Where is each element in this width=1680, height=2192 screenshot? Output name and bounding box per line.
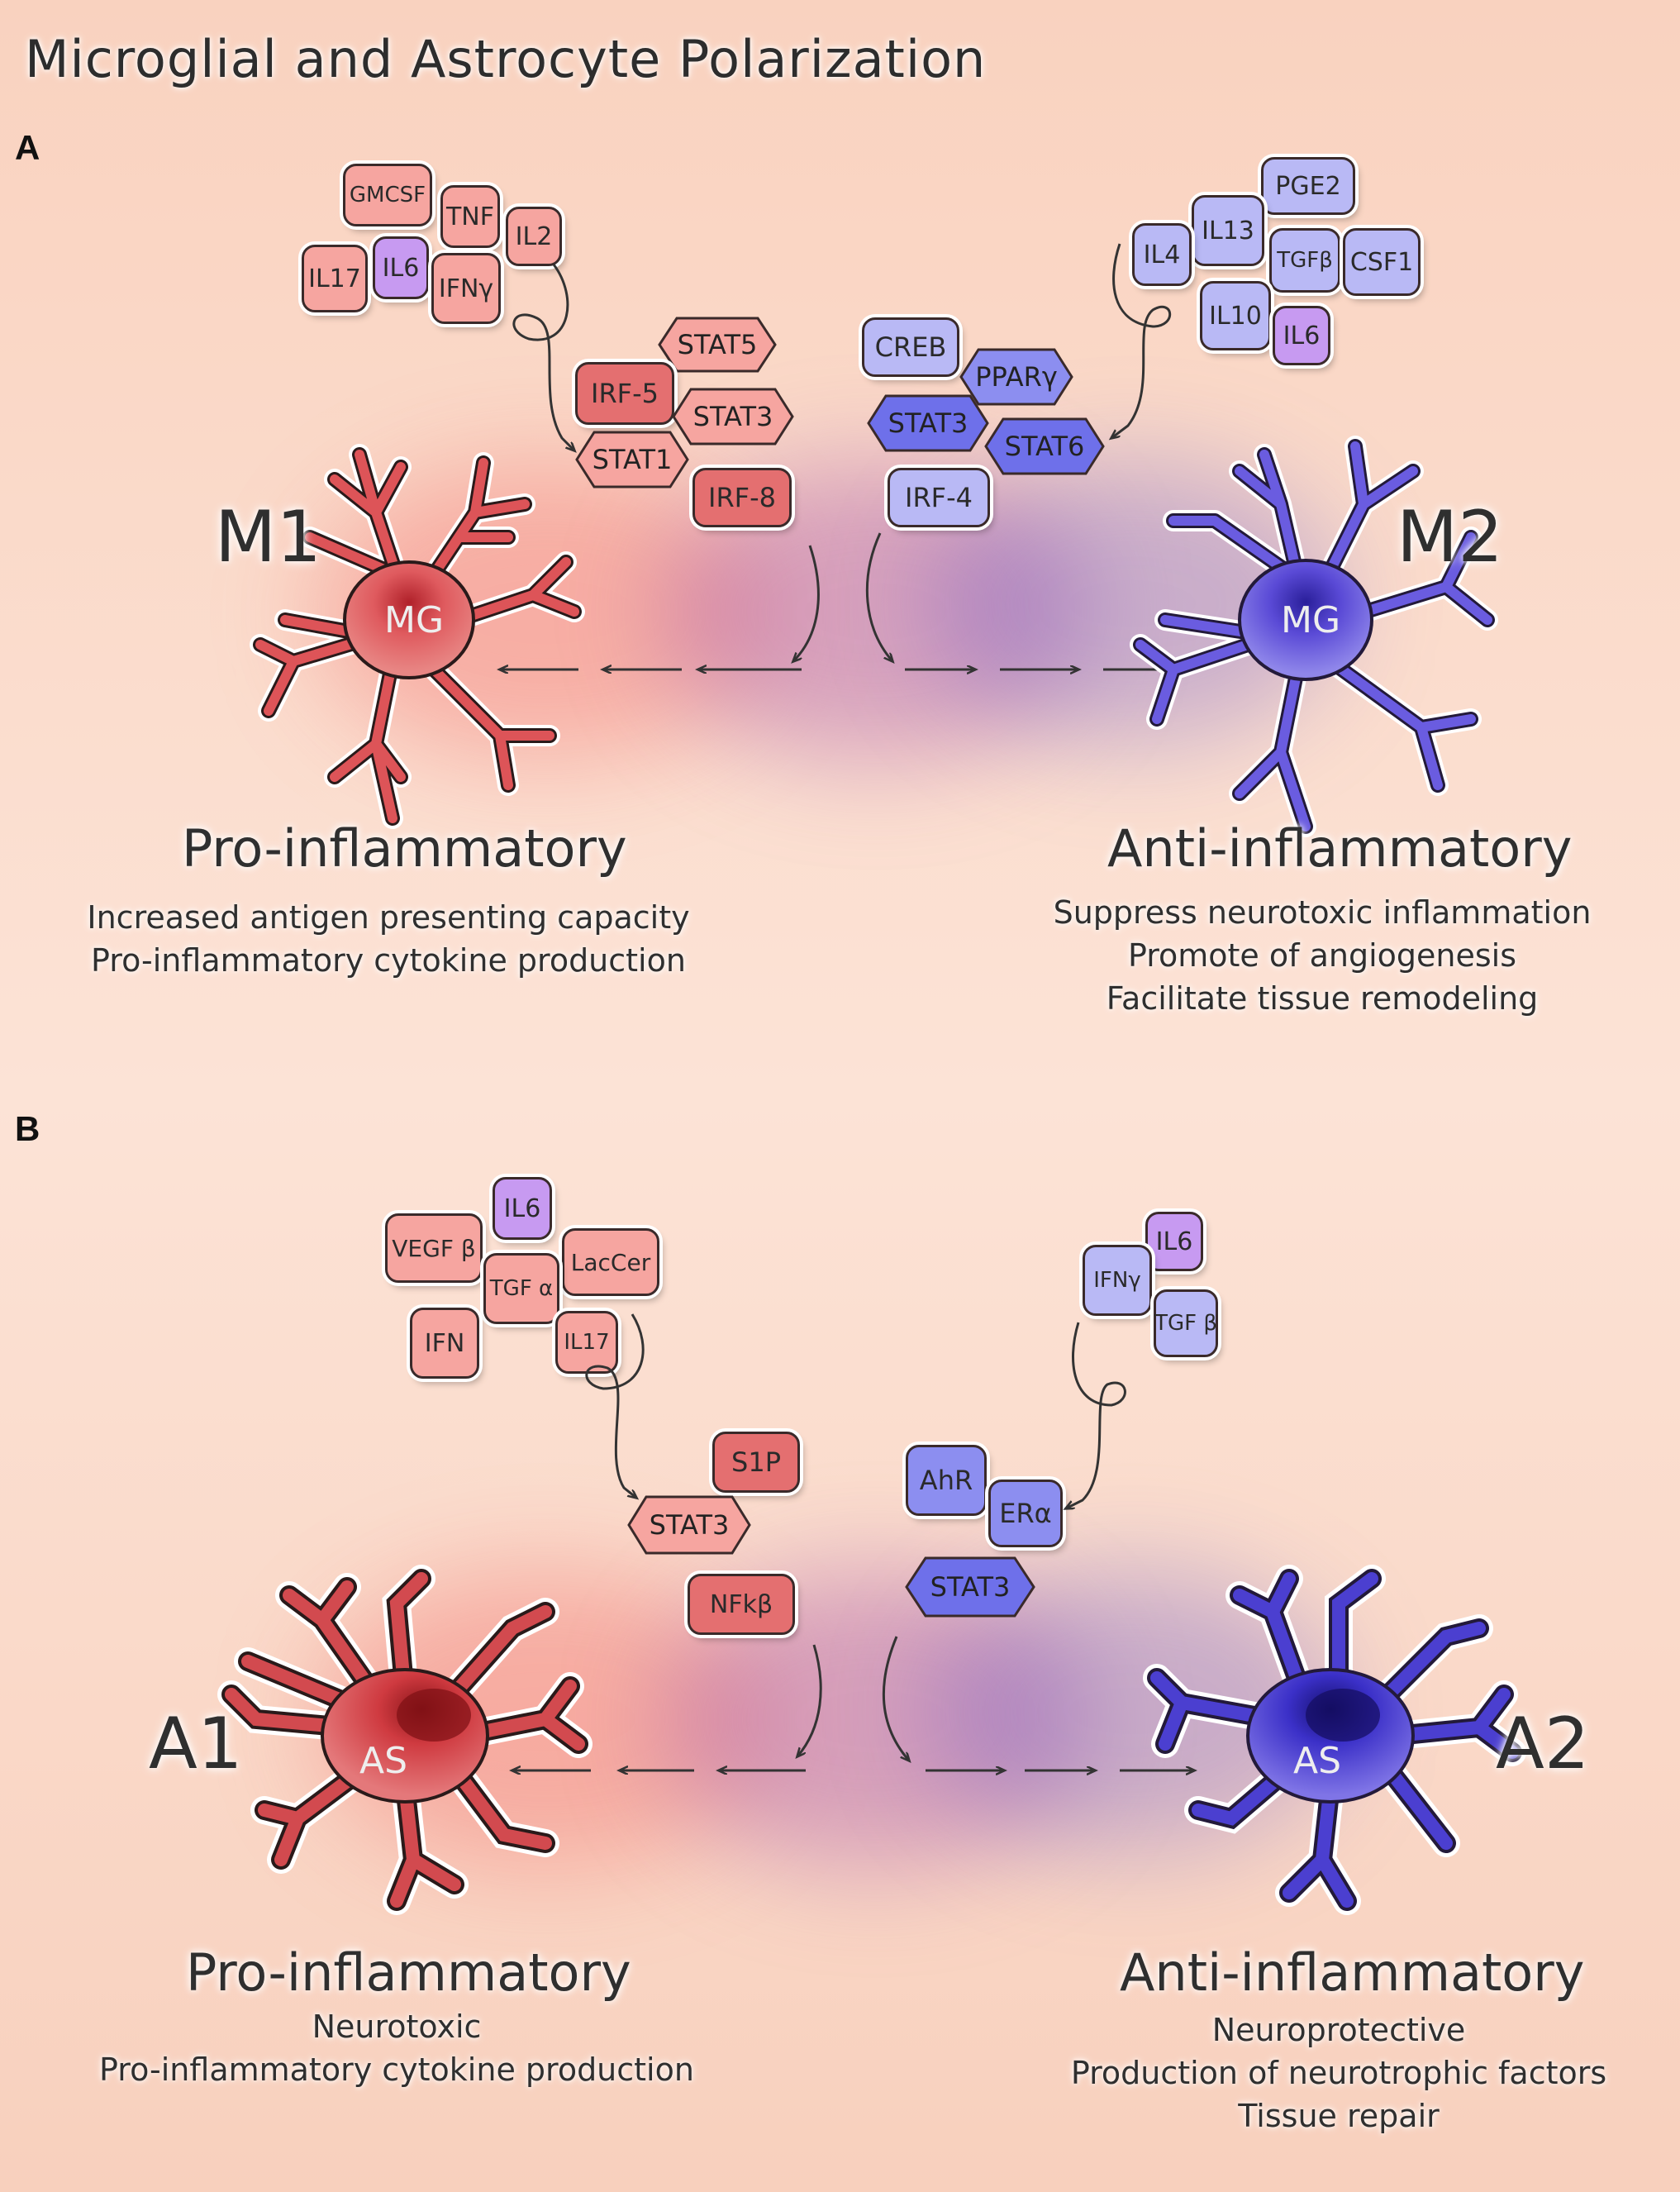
a2-desc-line: Neuroprotective: [1211, 2012, 1466, 2048]
cytokine-ifng: IFNγ: [431, 253, 501, 324]
a1-description: Neurotoxic Pro-inflammatory cytokine pro…: [99, 2005, 694, 2091]
cytokine-il6-m2: IL6: [1273, 306, 1330, 365]
a2-desc-line: Tissue repair: [1238, 2098, 1440, 2134]
factor-s1p: S1P: [712, 1432, 800, 1493]
m2-heading: Anti-inflammatory: [1107, 818, 1573, 879]
cytokine-tgfb: TGFβ: [1269, 228, 1340, 293]
a2-label: A2: [1496, 1703, 1590, 1785]
cytokine-pge2: PGE2: [1261, 157, 1355, 215]
cytokine-il6: IL6: [373, 236, 429, 299]
cytokine-ifng-a2: IFNγ: [1083, 1245, 1152, 1316]
cytokine-il17-a1: IL17: [555, 1311, 618, 1374]
m2-microglia-cell: MG: [1130, 436, 1498, 837]
cytokine-il6-a2: IL6: [1145, 1212, 1203, 1271]
a1-desc-line: Pro-inflammatory cytokine production: [99, 2051, 694, 2088]
factor-stat3: STAT3: [671, 387, 795, 446]
factor-stat1: STAT1: [574, 430, 690, 489]
m1-heading: Pro-inflammatory: [182, 818, 627, 879]
a2-heading: Anti-inflammatory: [1120, 1942, 1585, 2003]
factor-stat6: STAT6: [983, 417, 1106, 476]
a1-desc-line: Neurotoxic: [312, 2009, 482, 2045]
factor-ahr: AhR: [906, 1445, 987, 1516]
cytokine-csf1: CSF1: [1343, 228, 1421, 296]
factor-creb: CREB: [862, 317, 959, 377]
factor-nfkb: NFkβ: [688, 1574, 795, 1635]
m2-desc-line: Promote of angiogenesis: [1127, 937, 1517, 974]
cytokine-il17: IL17: [302, 245, 368, 312]
m1-description: Increased antigen presenting capacity Pr…: [83, 896, 694, 982]
cytokine-il13: IL13: [1192, 195, 1264, 266]
factor-stat5: STAT5: [657, 316, 778, 374]
a2-desc-line: Production of neurotrophic factors: [1070, 2055, 1607, 2091]
m1-microglia-cell: MG: [250, 444, 585, 829]
curve-m1-down: [793, 545, 820, 661]
cytokine-gmcsf: GMCSF: [343, 164, 432, 226]
factor-irf5: IRF-5: [575, 362, 674, 425]
m2-label: M2: [1397, 496, 1503, 579]
cytokine-il2: IL2: [506, 207, 562, 266]
m2-desc-line: Suppress neurotoxic inflammation: [1053, 894, 1592, 931]
m2-cell-text: MG: [1281, 599, 1340, 641]
curve-m2-down: [865, 532, 892, 661]
cytokine-il4: IL4: [1132, 223, 1192, 286]
m1-label: M1: [215, 496, 321, 579]
factor-irf4: IRF-4: [888, 468, 990, 527]
factor-irf8: IRF-8: [692, 468, 792, 527]
curl-m1-input: [512, 264, 574, 450]
factor-stat3-m2: STAT3: [866, 393, 990, 453]
cytokine-il6-a1: IL6: [493, 1177, 552, 1240]
cytokine-il10: IL10: [1200, 281, 1271, 350]
m1-desc-line: Pro-inflammatory cytokine production: [91, 942, 686, 979]
m2-description: Suppress neurotoxic inflammation Promote…: [1033, 891, 1611, 1020]
panel-a-label: A: [15, 128, 40, 167]
m1-cell-text: MG: [384, 599, 444, 641]
cytokine-ifn-a1: IFN: [410, 1308, 479, 1379]
figure-title: Microglial and Astrocyte Polarization: [25, 29, 987, 89]
curl-m2-input: [1111, 243, 1172, 438]
panel-a-graphics: MG: [250, 243, 1498, 837]
cytokine-laccer: LacCer: [562, 1228, 659, 1296]
m1-desc-line: Increased antigen presenting capacity: [87, 899, 690, 936]
m2-desc-line: Facilitate tissue remodeling: [1106, 980, 1539, 1017]
factor-ppar: PPARγ: [959, 347, 1074, 407]
cytokine-tnf: TNF: [440, 185, 500, 248]
a2-description: Neuroprotective Production of neurotroph…: [1049, 2009, 1628, 2137]
cytokine-tgfa: TGF α: [483, 1253, 559, 1324]
factor-stat3-a1: STAT3: [626, 1494, 752, 1556]
cytokine-tgfb-a2: TGF β: [1154, 1289, 1218, 1357]
panel-b-label: B: [15, 1109, 40, 1148]
factor-stat3-a2: STAT3: [904, 1556, 1036, 1618]
cytokine-vegfb: VEGF β: [385, 1213, 483, 1283]
a1-label: A1: [149, 1703, 243, 1785]
a1-heading: Pro-inflammatory: [186, 1942, 631, 2003]
factor-era: ERα: [988, 1480, 1063, 1547]
